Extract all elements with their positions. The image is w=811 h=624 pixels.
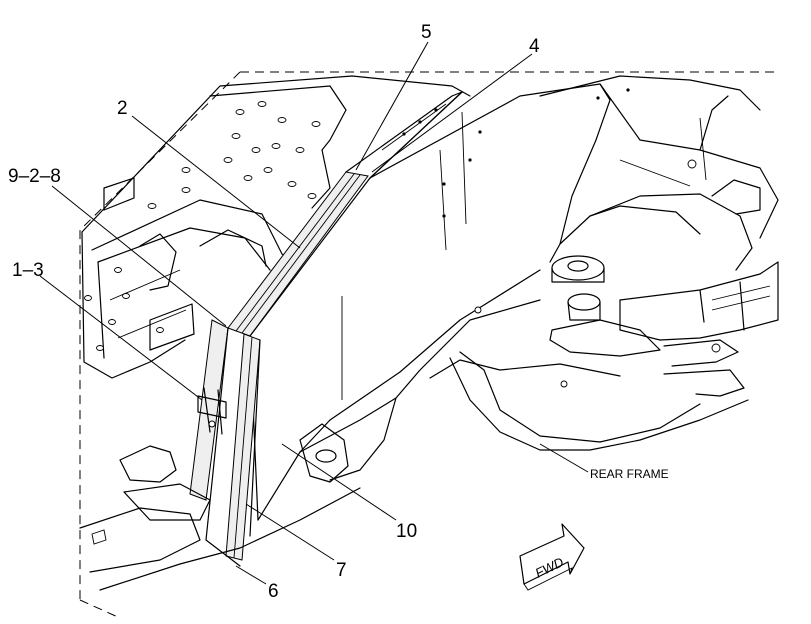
phantom-outline [79, 71, 780, 619]
upper-seal-strip [227, 171, 369, 337]
callout-10: 10 [396, 521, 417, 542]
rear-frame [539, 75, 779, 397]
rear-frame-label: REAR FRAME [590, 467, 669, 481]
callout-6: 6 [268, 581, 279, 602]
lower-frame [79, 299, 749, 591]
casting-holes [84, 101, 321, 351]
callout-4: 4 [529, 36, 540, 57]
fwd-label: FWD [533, 554, 566, 580]
clip-bracket [197, 387, 227, 435]
ball-joint [549, 255, 661, 357]
cover-plate [249, 83, 611, 521]
fwd-arrow-icon: FWD [519, 523, 585, 591]
leader-lines [39, 41, 589, 585]
callout-7: 7 [336, 560, 347, 581]
callout-2: 2 [117, 98, 128, 119]
front-frame-casting [81, 75, 471, 379]
callout-5: 5 [421, 22, 432, 43]
top-angle-plate [345, 91, 463, 179]
vertical-seal-strips [189, 319, 261, 567]
callout-9-2-8: 9–2–8 [8, 166, 61, 187]
callout-1-3: 1–3 [12, 260, 44, 281]
